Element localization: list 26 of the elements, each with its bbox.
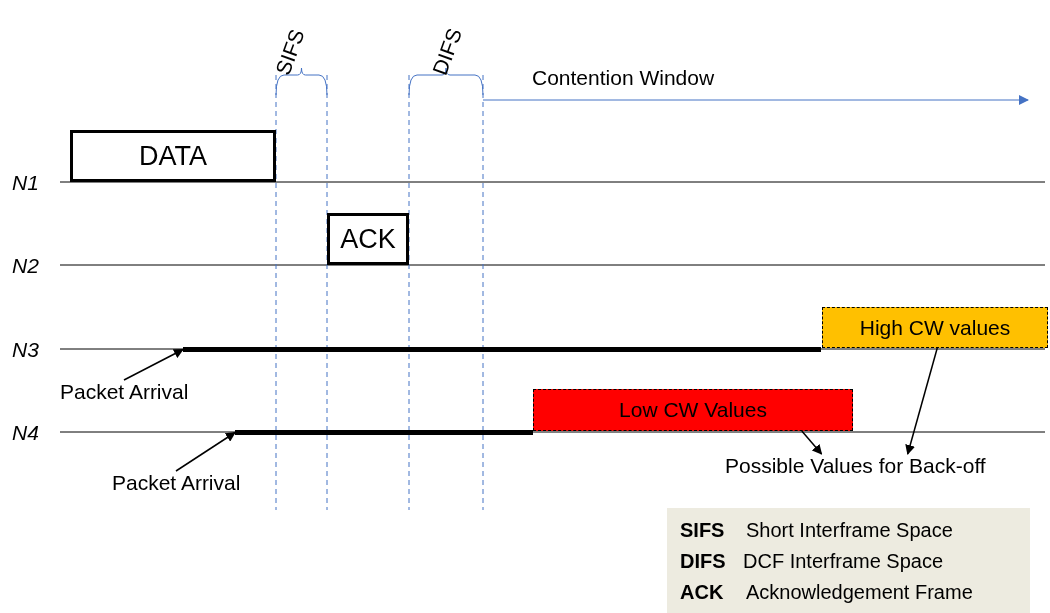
frame-box: DATA bbox=[70, 130, 276, 182]
station-label: N1 bbox=[12, 171, 39, 196]
annotation-text: Possible Values for Back-off bbox=[725, 454, 986, 479]
waiting-bar bbox=[235, 430, 533, 435]
annotation-text: Packet Arrival bbox=[112, 471, 241, 496]
arrow bbox=[123, 348, 184, 381]
interval-label: DIFS bbox=[428, 25, 467, 79]
backoff-box: High CW values bbox=[822, 307, 1048, 348]
abbreviation-meaning: Short Interframe Space bbox=[746, 519, 953, 542]
abbreviation-meaning: Acknowledgement Frame bbox=[746, 581, 973, 604]
abbreviation: SIFS bbox=[680, 519, 725, 542]
arrow bbox=[905, 347, 938, 455]
arrow bbox=[801, 430, 823, 455]
station-label: N3 bbox=[12, 338, 39, 363]
waiting-bar bbox=[183, 347, 821, 352]
backoff-box: Low CW Values bbox=[533, 389, 853, 431]
frame-box: ACK bbox=[327, 213, 409, 265]
station-label: N2 bbox=[12, 254, 39, 279]
arrow bbox=[175, 431, 236, 472]
abbreviation: DIFS bbox=[680, 550, 726, 573]
station-label: N4 bbox=[12, 421, 39, 446]
abbreviation-meaning: DCF Interframe Space bbox=[743, 550, 944, 573]
annotation-text: Packet Arrival bbox=[60, 380, 189, 405]
interval-label: SIFS bbox=[271, 26, 310, 79]
interval-label: Contention Window bbox=[532, 66, 715, 91]
abbreviation: ACK bbox=[680, 581, 724, 604]
